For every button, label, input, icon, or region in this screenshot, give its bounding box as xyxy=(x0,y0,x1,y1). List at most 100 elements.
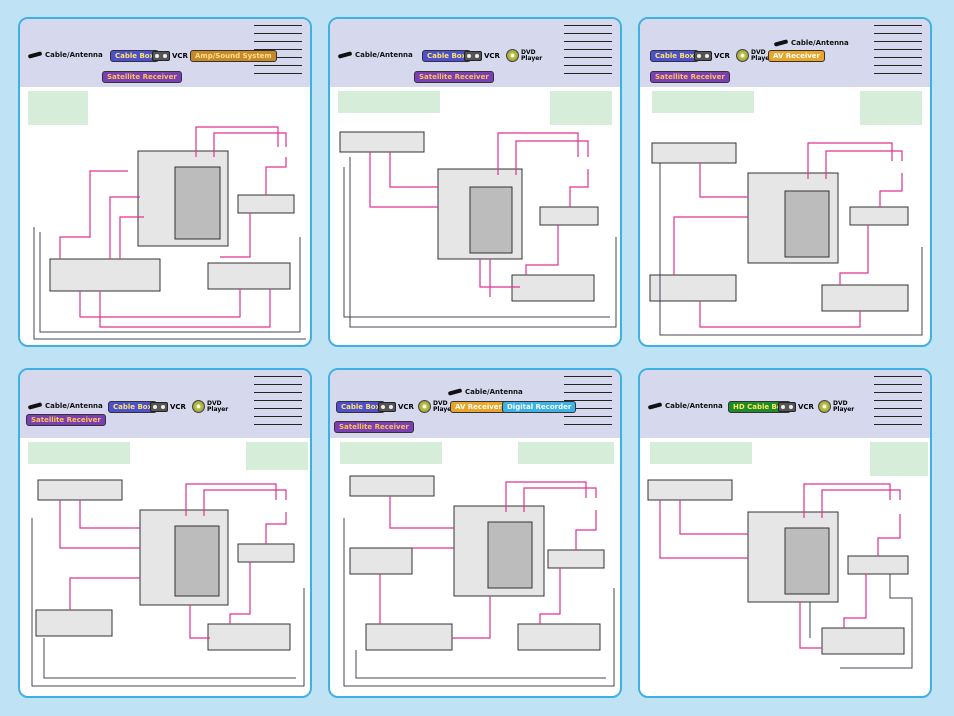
av-receiver-badge: AV Receiver xyxy=(768,50,825,62)
vcr-unit xyxy=(207,623,291,651)
hd-cable-box-unit xyxy=(847,555,909,575)
wiring-diagram xyxy=(33,126,306,340)
cable-plug-icon xyxy=(27,402,43,410)
vcr-icon xyxy=(464,51,482,61)
cable-box-badge: Cable Box xyxy=(336,401,386,413)
dvd-player-unit xyxy=(35,609,113,637)
note-box xyxy=(340,442,442,464)
disc-icon xyxy=(736,49,749,62)
vcr-unit xyxy=(511,274,595,302)
av-receiver-badge: AV Receiver xyxy=(450,401,507,413)
cable-plug-icon xyxy=(647,402,663,410)
hd-cable-box-badge: HD Cable Box xyxy=(728,401,792,413)
disc-icon xyxy=(192,400,205,413)
disc-icon xyxy=(818,400,831,413)
digital-recorder-badge: Digital Recorder xyxy=(502,401,577,413)
note-lines xyxy=(874,376,922,432)
panel-header: Cable/Antenna Cable Box VCR Amp/Sound Sy… xyxy=(20,19,310,87)
sound-system-unit xyxy=(49,258,161,292)
note-box xyxy=(338,91,440,113)
satellite-receiver-badge: Satellite Receiver xyxy=(334,421,414,433)
cable-antenna-label: Cable/Antenna xyxy=(773,39,849,47)
wiring-diagram xyxy=(647,479,913,669)
note-box xyxy=(860,91,922,125)
note-lines xyxy=(254,25,302,81)
vcr-unit xyxy=(821,284,909,312)
vcr-icon xyxy=(378,402,396,412)
wiring-diagram xyxy=(649,142,923,336)
panel-1: Cable/Antenna Cable Box VCR Amp/Sound Sy… xyxy=(18,17,312,347)
vcr-badge: VCR xyxy=(464,51,500,61)
note-lines xyxy=(564,376,612,432)
vcr-badge: VCR xyxy=(152,51,188,61)
sound-system-badge: Amp/Sound System xyxy=(190,50,277,62)
note-box xyxy=(650,442,752,464)
cable-plug-icon xyxy=(337,51,353,59)
vcr-icon xyxy=(152,51,170,61)
vcr-icon xyxy=(150,402,168,412)
digital-recorder-unit xyxy=(349,547,413,575)
vcr-unit xyxy=(517,623,601,651)
cable-plug-icon xyxy=(773,39,789,47)
note-box xyxy=(28,91,88,125)
cable-antenna-label: Cable/Antenna xyxy=(447,388,523,396)
cable-box-unit xyxy=(849,206,909,226)
vcr-badge: VCR xyxy=(150,402,186,412)
cable-antenna-label: Cable/Antenna xyxy=(27,402,103,410)
cable-antenna-label: Cable/Antenna xyxy=(337,51,413,59)
note-lines xyxy=(874,25,922,81)
satellite-receiver-unit xyxy=(349,475,435,497)
note-lines xyxy=(564,25,612,81)
note-box xyxy=(28,442,130,464)
cable-antenna-label: Cable/Antenna xyxy=(27,51,103,59)
wiring-diagram xyxy=(339,131,617,328)
cable-box-unit xyxy=(547,549,605,569)
vcr-badge: VCR xyxy=(694,51,730,61)
satellite-receiver-badge: Satellite Receiver xyxy=(26,414,106,426)
note-lines xyxy=(254,376,302,432)
cable-plug-icon xyxy=(447,388,463,396)
note-box xyxy=(870,442,928,476)
cable-box-badge: Cable Box xyxy=(650,50,700,62)
vcr-icon xyxy=(694,51,712,61)
disc-icon xyxy=(418,400,431,413)
av-receiver-unit xyxy=(649,274,737,302)
cable-plug-icon xyxy=(27,51,43,59)
note-box xyxy=(550,91,612,125)
vcr-badge: VCR xyxy=(778,402,814,412)
satellite-receiver-unit xyxy=(37,479,123,501)
av-receiver-unit xyxy=(365,623,453,651)
satellite-receiver-unit xyxy=(647,479,733,501)
satellite-receiver-unit xyxy=(339,131,425,153)
cable-box-unit xyxy=(539,206,599,226)
vcr-unit xyxy=(821,627,905,655)
vcr-badge: VCR xyxy=(378,402,414,412)
cable-antenna-label: Cable/Antenna xyxy=(647,402,723,410)
wiring-diagram xyxy=(343,475,615,687)
vcr-unit xyxy=(207,262,291,290)
satellite-receiver-badge: Satellite Receiver xyxy=(102,71,182,83)
satellite-receiver-unit xyxy=(651,142,737,164)
cable-box-badge: Cable Box xyxy=(422,50,472,62)
satellite-receiver-badge: Satellite Receiver xyxy=(414,71,494,83)
cable-box-unit xyxy=(237,543,295,563)
note-box xyxy=(246,442,308,470)
satellite-receiver-badge: Satellite Receiver xyxy=(650,71,730,83)
note-box xyxy=(518,442,614,464)
cable-box-unit xyxy=(237,194,295,214)
